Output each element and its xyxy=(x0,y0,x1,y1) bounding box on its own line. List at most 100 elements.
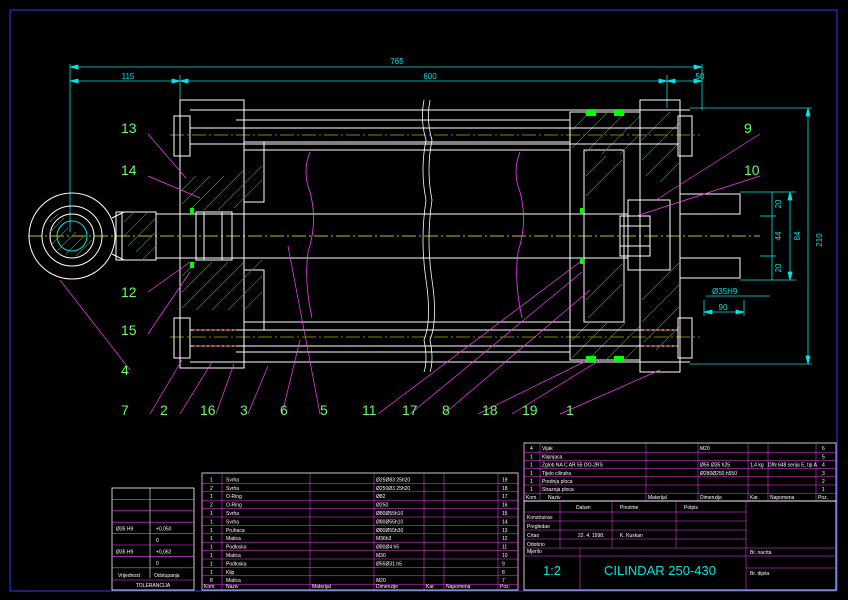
plm-dim-10: Ø55Ø31 h5 xyxy=(376,561,402,567)
plm-dim-12: M20 xyxy=(376,578,386,584)
plm-name-11: Klip xyxy=(226,570,235,576)
plm-name-8: Podloska xyxy=(226,545,247,551)
plm-footer-1: Naziv xyxy=(226,584,239,590)
plm-name-4: Svrha xyxy=(226,511,239,517)
balloon-12: 12 xyxy=(121,284,137,300)
balloon-16: 16 xyxy=(200,402,216,418)
plr-footer-5: Napomena xyxy=(770,495,795,501)
dim-84: 84 xyxy=(793,231,802,240)
plr-pos-3: 3 xyxy=(822,471,825,477)
plm-pos-9: 10 xyxy=(502,553,508,559)
balloon-15: 15 xyxy=(121,322,137,338)
plr-pos-2: 4 xyxy=(822,463,825,469)
dim-right: 50 xyxy=(696,72,705,81)
tb-crtao-date: 22. 4. 1998. xyxy=(578,533,604,539)
dim-bore: Ø35H9 xyxy=(712,287,738,296)
plm-name-5: Svrha xyxy=(226,519,239,525)
plm-qty-2: 1 xyxy=(210,494,213,500)
dim-210: 210 xyxy=(815,233,824,247)
plm-qty-3: 2 xyxy=(210,503,213,509)
plr-pos-5: 1 xyxy=(822,487,825,493)
dim-90: 90 xyxy=(719,303,728,312)
tol-header-dev: Odstupanja xyxy=(154,573,180,579)
tb-mjerilo: Mjerilo xyxy=(527,549,542,555)
plm-dim-2: Ø82 xyxy=(376,494,386,500)
plm-pos-6: 13 xyxy=(502,528,508,534)
balloon-4: 4 xyxy=(121,362,129,378)
balloon-3: 3 xyxy=(240,402,248,418)
tol-fit-3: Ø35 H9 xyxy=(116,527,133,533)
drawing-frame xyxy=(9,9,838,592)
plm-qty-5: 1 xyxy=(210,519,213,525)
plm-qty-11: 1 xyxy=(210,570,213,576)
tol-dev-5: +0,062 xyxy=(156,549,172,555)
plm-qty-12: 8 xyxy=(210,578,213,584)
plm-pos-7: 12 xyxy=(502,536,508,542)
plr-dim-3: Ø280Ø250 h550 xyxy=(700,471,737,477)
balloon-2: 2 xyxy=(160,402,168,418)
plm-footer-3: Dimenzije xyxy=(376,584,398,590)
dim-middle: 600 xyxy=(423,72,437,81)
tol-dev-6: 0 xyxy=(156,561,159,567)
tol-header-fit: Vrijednost xyxy=(118,573,141,579)
plr-name-1: Klipnjaca xyxy=(542,454,563,460)
balloon-19: 19 xyxy=(522,402,538,418)
balloon-labels: 13 14 12 15 4 9 10 7 2 16 3 6 5 11 17 8 … xyxy=(121,120,760,418)
plm-qty-6: 1 xyxy=(210,528,213,534)
tb-konstruirao: Konstruirao xyxy=(527,515,553,521)
plr-footer-2: Materijal xyxy=(648,495,667,501)
plm-footer-5: Napomena xyxy=(446,584,471,590)
plm-dim-4: Ø80Ø55h10 xyxy=(376,511,403,517)
piston-hatch xyxy=(571,111,641,361)
piston-nut xyxy=(619,215,651,257)
tb-pregledao: Pregledao xyxy=(527,524,550,530)
plr-dim-0: M20 xyxy=(700,446,710,452)
plm-qty-7: 1 xyxy=(210,536,213,542)
plm-dim-7: M36h3 xyxy=(376,536,392,542)
plr-footer-0: Kom. xyxy=(526,495,538,501)
plr-note-2: DIN 648 serija E, tip A xyxy=(768,463,818,469)
tol-fit-5: Ø35 H9 xyxy=(116,549,133,555)
plm-footer-4: Kar. xyxy=(426,584,435,590)
plr-pos-1: 5 xyxy=(822,454,825,460)
balloon-14: 14 xyxy=(121,162,137,178)
plm-footer-0: Kom. xyxy=(204,584,216,590)
plr-qty-5: 1 xyxy=(530,487,533,493)
plr-mass-2: 1,4 kg xyxy=(750,463,764,469)
tb-head-prezime: Prezime xyxy=(620,505,639,511)
right-dimensions xyxy=(690,107,812,365)
plr-footer-1: Naziv xyxy=(548,495,561,501)
plm-name-6: Pruhaca xyxy=(226,528,245,534)
plm-qty-10: 1 xyxy=(210,561,213,567)
dim-20-top: 20 xyxy=(774,199,783,208)
plr-footer-4: Kar. xyxy=(750,495,759,501)
piston-rod xyxy=(156,211,628,261)
tb-scale: 1:2 xyxy=(543,563,561,578)
balloon-1: 1 xyxy=(566,402,574,418)
tb-odobrio: Odobrio xyxy=(527,542,545,548)
plr-name-0: Vijak xyxy=(542,446,553,452)
plr-dim-2: Ø55 Ø35 h25 xyxy=(700,463,730,469)
plm-pos-1: 18 xyxy=(502,486,508,492)
rod-eye-hatch xyxy=(49,213,93,257)
plm-qty-4: 1 xyxy=(210,511,213,517)
leader-lines xyxy=(59,133,761,415)
plr-name-3: Tijelo cilindra xyxy=(542,471,571,477)
balloon-13: 13 xyxy=(121,120,137,136)
dim-20-bottom: 20 xyxy=(774,263,783,272)
plr-name-2: Zglob NA C AR 55 DO-2RS xyxy=(542,463,604,469)
front-head-hatch xyxy=(181,165,263,311)
plr-qty-3: 1 xyxy=(530,471,533,477)
plm-name-1: Svrha xyxy=(226,486,239,492)
plm-name-0: Svrha xyxy=(226,477,239,483)
tb-title: CILINDAR 250-430 xyxy=(604,563,716,578)
dim-left: 115 xyxy=(122,72,135,81)
tol-caption: TOLERANCIJA xyxy=(136,583,171,589)
tb-head-datum: Datum xyxy=(576,505,591,511)
tolerance-table: Vrijednost Odstupanja TOLERANCIJA Ø35 H9… xyxy=(111,487,195,591)
tb-crtao-name: K. Kuskan xyxy=(620,533,643,539)
tb-sheet1: Br. nacrta xyxy=(750,550,772,556)
plm-pos-2: 17 xyxy=(502,494,508,500)
